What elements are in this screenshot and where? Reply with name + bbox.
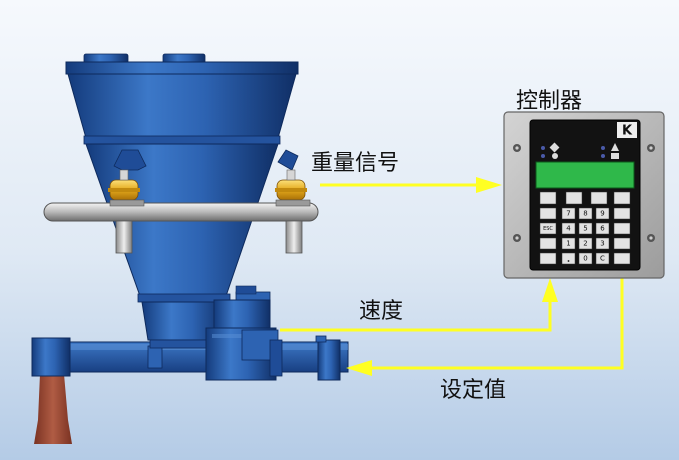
load-cell-icon <box>275 169 307 201</box>
signal-arrow-icon <box>346 360 372 376</box>
function-key[interactable] <box>565 191 583 205</box>
key-8-label: 8 <box>583 210 587 218</box>
enter-key[interactable] <box>613 252 631 265</box>
key-9[interactable] <box>595 207 610 220</box>
key-6-label: 6 <box>600 225 605 233</box>
key-2[interactable] <box>578 237 593 250</box>
esc-key[interactable] <box>539 222 557 235</box>
hopper-upper <box>67 73 297 139</box>
discharge-outlet <box>31 337 71 377</box>
key-decimal[interactable] <box>561 252 576 265</box>
setpoint-signal-line <box>346 278 624 376</box>
function-key[interactable] <box>613 191 631 205</box>
tube-end-cap <box>317 339 341 381</box>
key-7[interactable] <box>561 207 576 220</box>
key-0[interactable] <box>578 252 593 265</box>
screw <box>513 144 655 242</box>
key-2-label: 2 <box>583 240 587 248</box>
key-5[interactable] <box>578 222 593 235</box>
controller-display[interactable] <box>535 161 635 189</box>
special-key[interactable] <box>613 222 631 235</box>
key-6[interactable] <box>595 222 610 235</box>
weight-signal-label: 重量信号 <box>311 151 400 176</box>
function-key[interactable] <box>539 191 557 205</box>
key-clear-label: C <box>600 255 605 263</box>
special-key[interactable] <box>613 207 631 220</box>
frame-leg-left <box>115 220 133 254</box>
controller: K ESC <box>503 111 665 279</box>
speed-signal-line <box>280 278 558 332</box>
led-indicator-icon <box>541 142 619 159</box>
key-3-label: 3 <box>600 240 604 248</box>
controller-logo: K <box>622 124 633 139</box>
arrow-key[interactable] <box>539 207 557 220</box>
key-5-label: 5 <box>583 225 587 233</box>
keypad: ESC 7 8 9 4 5 6 1 2 3 <box>539 191 631 265</box>
function-key[interactable] <box>590 191 608 205</box>
special-key[interactable] <box>613 237 631 250</box>
key-1-label: 1 <box>566 240 570 248</box>
key-7-label: 7 <box>566 210 570 218</box>
signal-arrow-icon <box>542 278 558 302</box>
down-key[interactable] <box>539 252 557 265</box>
weight-signal-line <box>320 177 502 193</box>
load-cell-icon <box>108 169 140 201</box>
key-0-label: 0 <box>583 255 587 263</box>
key-9-label: 9 <box>600 210 604 218</box>
refresh-key[interactable] <box>539 237 557 250</box>
support-frame <box>43 202 319 222</box>
speed-label: 速度 <box>359 299 404 324</box>
frame-leg-right <box>285 220 303 254</box>
key-clear[interactable] <box>595 252 610 265</box>
gearbox <box>213 299 271 333</box>
k-logo-icon <box>617 122 637 138</box>
material-flow <box>34 374 72 444</box>
signal-arrow-icon <box>476 177 502 193</box>
key-1[interactable] <box>561 237 576 250</box>
hopper-lid <box>65 61 299 75</box>
key-3[interactable] <box>595 237 610 250</box>
key-8[interactable] <box>578 207 593 220</box>
controller-label: 控制器 <box>516 89 583 114</box>
esc-key-label: ESC <box>543 226 553 232</box>
key-4[interactable] <box>561 222 576 235</box>
key-4-label: 4 <box>566 225 571 233</box>
setpoint-label: 设定值 <box>440 378 507 403</box>
